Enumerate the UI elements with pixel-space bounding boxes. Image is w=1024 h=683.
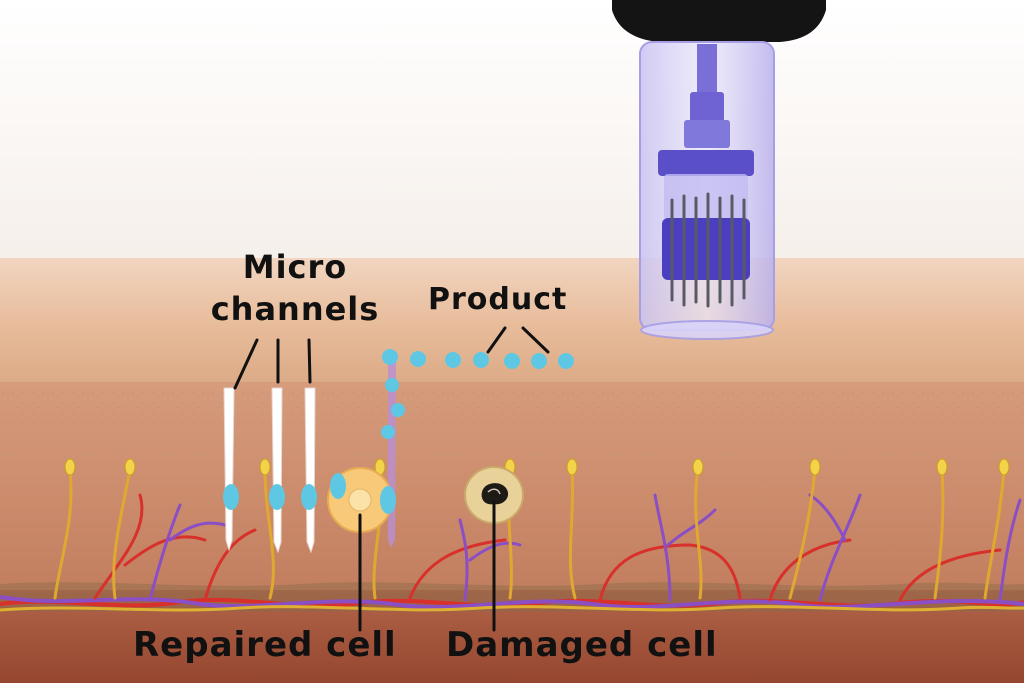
product-droplets xyxy=(223,349,574,514)
device-handle xyxy=(612,0,826,42)
needle-array xyxy=(670,192,746,308)
damaged-cell xyxy=(464,466,524,524)
background xyxy=(0,0,1024,262)
nerve-endings xyxy=(53,468,1006,600)
pointer-micro-1 xyxy=(233,338,259,390)
damaged-nucleus xyxy=(481,483,509,505)
micro-channels-label-line2: channels xyxy=(210,290,380,328)
repaired-cell-label: Repaired cell xyxy=(133,625,397,665)
micro-channel-1 xyxy=(223,387,235,552)
microneedle-device xyxy=(612,0,826,340)
pointer-product-1 xyxy=(486,326,507,354)
pointer-lines xyxy=(233,326,550,632)
blood-vessels xyxy=(93,493,1022,602)
nerve-band xyxy=(0,605,1024,612)
nerve-bulbs xyxy=(64,458,1010,476)
damaged-cell-label: Damaged cell xyxy=(446,625,718,665)
papillary-dermis xyxy=(0,392,1024,460)
pointer-micro-3 xyxy=(307,338,312,384)
pointer-product-2 xyxy=(521,326,550,354)
micro-channels-label: Micro channels xyxy=(200,246,390,330)
micro-channels-label-line1: Micro xyxy=(242,248,348,286)
micro-channel-3 xyxy=(304,387,316,554)
micro-channel-2 xyxy=(271,387,283,554)
product-label: Product xyxy=(428,282,568,317)
